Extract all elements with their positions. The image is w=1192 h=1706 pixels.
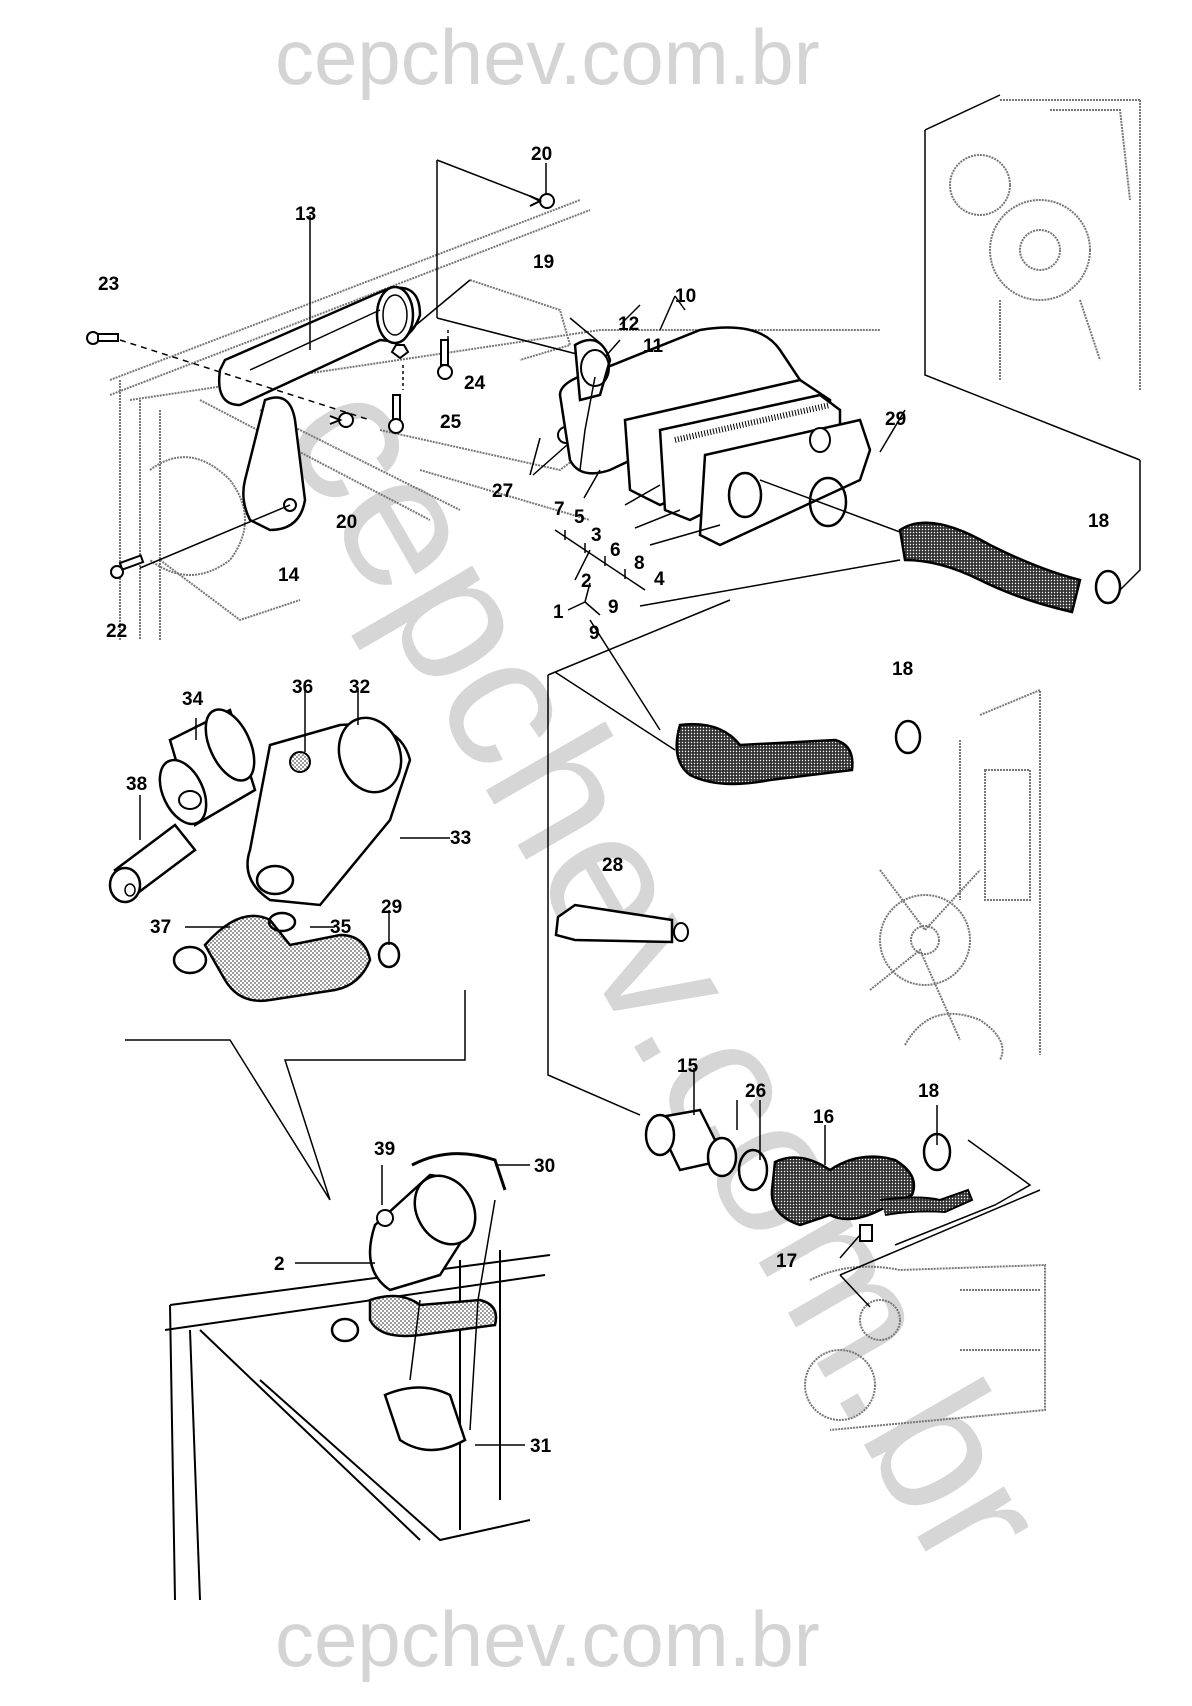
callout-12: 12: [618, 314, 640, 335]
callout-18-bottom: 18: [918, 1081, 940, 1102]
callout-22: 22: [106, 621, 128, 642]
leader-lines-topleft: [119, 159, 601, 569]
callout-23: 23: [98, 274, 120, 295]
leader-lines-bottomleft: [295, 1164, 530, 1446]
callout-9-b: 9: [589, 623, 600, 644]
callout-6: 6: [610, 540, 621, 561]
callout-15: 15: [677, 1056, 699, 1077]
callout-8: 8: [634, 553, 645, 574]
leader-lines-leftmiddle: [125, 690, 466, 1201]
engine-outline-bottomright: [804, 1012, 1046, 1431]
sealant-tube-part-28: [554, 903, 689, 944]
air-cleaner-part-2: [330, 1173, 498, 1343]
callout-29-left: 29: [381, 897, 403, 918]
callout-20-mid: 20: [336, 512, 358, 533]
callout-24: 24: [464, 373, 486, 394]
callout-5: 5: [574, 507, 585, 528]
callout-36: 36: [292, 677, 314, 698]
indicator-part-36-icon: [289, 751, 311, 773]
group-bracket-lines-center: [529, 295, 936, 731]
primary-element-part-34: [158, 708, 257, 827]
bolt-24-icon: [437, 339, 453, 380]
callout-38: 38: [126, 774, 148, 795]
connector-tube-part-15: [644, 1108, 738, 1178]
bracket-part-14: [242, 396, 307, 532]
callout-16: 16: [813, 1107, 835, 1128]
screw-23-icon: [86, 331, 119, 345]
nut-19-icon: [390, 344, 410, 360]
callout-19: 19: [533, 252, 555, 273]
callout-9-a: 9: [608, 597, 619, 618]
callout-28: 28: [602, 855, 624, 876]
callout-34: 34: [182, 689, 204, 710]
hose-clamp-26-icon: [737, 1148, 769, 1192]
intake-hose-part-16: [770, 1155, 974, 1227]
callout-20-top: 20: [531, 144, 553, 165]
callout-31: 31: [530, 1436, 552, 1457]
callout-33: 33: [450, 828, 472, 849]
hose-clamp-29-top-icon: [808, 476, 848, 528]
hose-clamp-29-left-icon: [377, 941, 401, 969]
air-duct-part-13: [217, 285, 422, 407]
detail-frame-topright: [924, 94, 1141, 591]
clip-20b-icon: [329, 412, 354, 428]
callout-14: 14: [278, 565, 300, 586]
callout-30: 30: [534, 1156, 556, 1177]
callout-17: 17: [776, 1251, 798, 1272]
elbow-hose-part-37: [172, 914, 372, 1003]
air-cleaner-body-part-33: [246, 716, 412, 907]
callout-10: 10: [675, 286, 697, 307]
strap-part-30: [411, 1152, 507, 1191]
callout-4: 4: [654, 569, 665, 590]
hose-clamp-18-top-icon: [1094, 569, 1122, 605]
intake-hose-part-9-mid: [675, 723, 854, 786]
bracket-part-31: [383, 1386, 467, 1452]
engine-outline-topright: [949, 99, 1141, 390]
callout-13: 13: [295, 204, 317, 225]
callout-35: 35: [330, 917, 352, 938]
indicator-part-39-icon: [376, 1209, 394, 1227]
callout-2-bottom: 2: [274, 1254, 285, 1275]
vehicle-body-outline-bottomleft: [164, 1250, 551, 1601]
watermark-bottom: cepchev.com.br: [275, 1595, 820, 1683]
watermark-top: cepchev.com.br: [275, 13, 820, 101]
callout-18-top: 18: [1088, 511, 1110, 532]
callout-1: 1: [553, 602, 564, 623]
hose-clamp-18-mid-icon: [894, 719, 922, 755]
hose-clamp-35-icon: [267, 911, 297, 933]
callout-27: 27: [492, 481, 514, 502]
detail-frame-bottomright: [693, 1068, 1041, 1308]
valve-part-17-icon: [859, 1224, 873, 1242]
callout-18-mid: 18: [892, 659, 914, 680]
callout-7: 7: [554, 499, 565, 520]
fasteners-topleft: [86, 193, 575, 579]
callout-2-top: 2: [581, 571, 592, 592]
callout-26: 26: [745, 1081, 767, 1102]
callout-32: 32: [349, 677, 371, 698]
callout-37: 37: [150, 917, 172, 938]
intake-hose-part-9-top: [898, 521, 1082, 614]
screw-22-icon: [110, 554, 145, 579]
callout-3: 3: [591, 525, 602, 546]
bolt-25-icon: [388, 394, 404, 434]
air-cleaner-housing-part-1: [558, 326, 872, 547]
clip-20a-icon: [529, 193, 555, 209]
engine-outline-midright: [869, 688, 1041, 1055]
safety-element-part-38: [108, 823, 197, 904]
callout-11: 11: [643, 336, 664, 357]
callout-25: 25: [440, 412, 462, 433]
detail-frame-midright: [547, 599, 731, 1116]
callout-39: 39: [374, 1139, 396, 1160]
callout-29-top: 29: [885, 409, 907, 430]
